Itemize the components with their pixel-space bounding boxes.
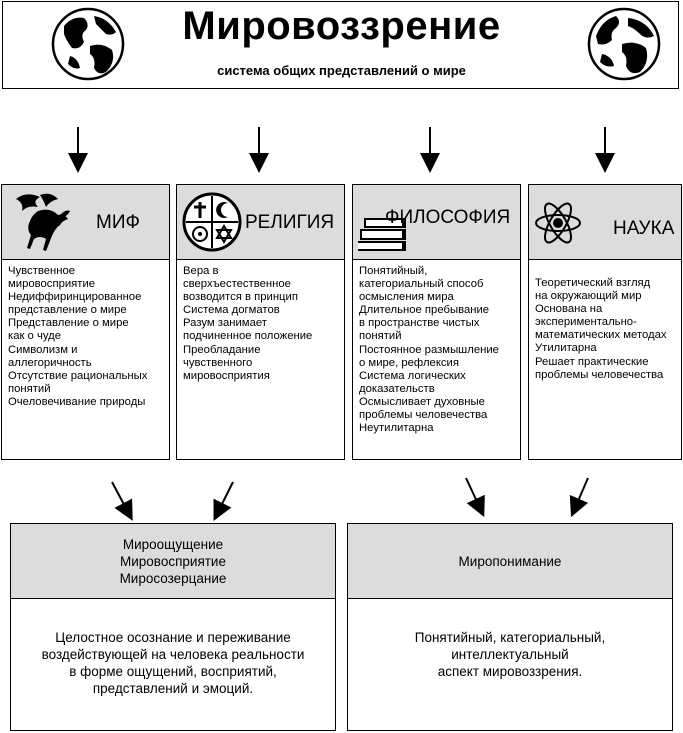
column-philosophy: ФИЛОСОФИЯ Понятийный, категориальный спо… — [352, 184, 521, 460]
list-item: чувственного — [183, 357, 342, 370]
list-item: Понятийный, — [359, 265, 518, 278]
box-description: Целостное осознание и переживание воздей… — [11, 629, 335, 697]
column-header: МИФ — [2, 185, 169, 260]
column-header: НАУКА — [529, 185, 681, 260]
list-item: Символизм и — [8, 344, 167, 357]
column-title: МИФ — [96, 212, 140, 234]
list-item: Длительное пребывание — [359, 304, 518, 317]
list-item: мировосприятия — [183, 370, 342, 383]
list-item: Основана на — [535, 303, 681, 316]
column-title: НАУКА — [613, 218, 674, 240]
description-line: Понятийный, категориальный, — [348, 629, 672, 646]
column-title: РЕЛИГИЯ — [245, 212, 334, 234]
list-item: доказательств — [359, 383, 518, 396]
description-line: аспект мировоззрения. — [348, 663, 672, 680]
list-item: подчиненное положение — [183, 330, 342, 343]
list-item: категориальный способ — [359, 278, 518, 291]
worldview-feeling-box: Мироощущение Мировосприятие Миросозерцан… — [10, 523, 336, 731]
list-item: на окружающий мир — [535, 290, 681, 303]
list-item: Осмысливает духовные — [359, 396, 518, 409]
list-item: Недиффиринцированное — [8, 291, 167, 304]
arrow-diagonal-icon — [575, 478, 588, 508]
list-item: сверхъестественное — [183, 278, 342, 291]
list-item: Система догматов — [183, 304, 342, 317]
list-item: мировосприятие — [8, 278, 167, 291]
list-item: Решает практические — [535, 356, 681, 369]
worldview-understanding-box: Миропонимание Понятийный, категориальный… — [347, 523, 673, 731]
column-myth: МИФ Чувственное мировосприятие Недиффири… — [1, 184, 170, 460]
box-heading-line: Миросозерцание — [120, 570, 227, 587]
list-item: математических методах — [535, 329, 681, 342]
list-item: Отсутствие рациональных — [8, 370, 167, 383]
list-item: Неутилитарна — [359, 422, 518, 435]
column-items: Чувственное мировосприятие Недиффиринцир… — [8, 265, 167, 409]
list-item: в пространстве чистых — [359, 317, 518, 330]
list-item: Вера в — [183, 265, 342, 278]
list-item: как о чуде — [8, 330, 167, 343]
list-item: Система логических — [359, 370, 518, 383]
arrow-diagonal-icon — [466, 478, 480, 508]
atom-icon — [534, 199, 582, 247]
column-science: НАУКА Теоретический взгляд на окружающий… — [528, 184, 682, 460]
list-item: Утилитарна — [535, 342, 681, 355]
religious-symbols-icon — [182, 192, 242, 252]
list-item: понятий — [359, 330, 518, 343]
list-item: Представление о мире — [8, 317, 167, 330]
column-items: Теоретический взгляд на окружающий мир О… — [535, 277, 681, 382]
arrow-diagonal-icon — [112, 482, 128, 512]
box-header: Мироощущение Мировосприятие Миросозерцан… — [11, 524, 335, 599]
arrow-diagonal-icon — [218, 482, 233, 512]
list-item: экспериментально- — [535, 316, 681, 329]
box-heading-line: Миропонимание — [459, 553, 562, 570]
list-item: о мире, рефлексия — [359, 357, 518, 370]
box-description: Понятийный, категориальный, интеллектуал… — [348, 629, 672, 680]
column-religion: РЕЛИГИЯ Вера в сверхъестественное возвод… — [176, 184, 345, 460]
description-line: воздействующей на человека реальности — [11, 646, 335, 663]
box-heading-line: Мироощущение — [123, 536, 223, 553]
box-heading-line: Мировосприятие — [120, 553, 226, 570]
list-item: аллегоричность — [8, 357, 167, 370]
description-line: представлений и эмоций. — [11, 680, 335, 697]
list-item: Чувственное — [8, 265, 167, 278]
list-item: понятий — [8, 383, 167, 396]
description-line: интеллектуальный — [348, 646, 672, 663]
pegasus-icon — [10, 189, 74, 255]
column-title: ФИЛОСОФИЯ — [385, 207, 510, 229]
list-item: проблемы человечества — [359, 409, 518, 422]
list-item: осмысления мира — [359, 291, 518, 304]
list-item: проблемы человечества — [535, 369, 681, 382]
column-items: Вера в сверхъестественное возводится в п… — [183, 265, 342, 383]
box-header: Миропонимание — [348, 524, 672, 599]
column-header: ФИЛОСОФИЯ — [353, 185, 520, 260]
description-line: в форме ощущений, восприятий, — [11, 663, 335, 680]
globe-icon — [50, 6, 126, 82]
list-item: возводится в принцип — [183, 291, 342, 304]
list-item: Преобладание — [183, 344, 342, 357]
column-items: Понятийный, категориальный способ осмысл… — [359, 265, 518, 435]
globe-icon — [586, 6, 662, 82]
column-header: РЕЛИГИЯ — [177, 185, 344, 260]
list-item: Разум занимает — [183, 317, 342, 330]
list-item: Теоретический взгляд — [535, 277, 681, 290]
list-item: представление о мире — [8, 304, 167, 317]
list-item: Постоянное размышление — [359, 344, 518, 357]
list-item: Очеловечивание природы — [8, 396, 167, 409]
description-line: Целостное осознание и переживание — [11, 629, 335, 646]
